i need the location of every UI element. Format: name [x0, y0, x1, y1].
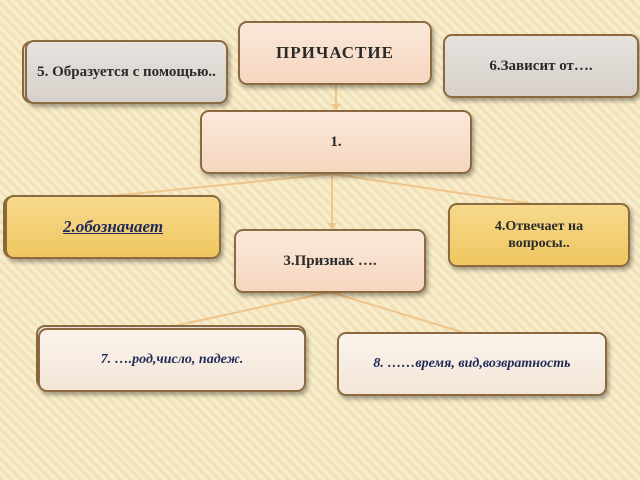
node-8: 8. ……время, вид,возвратность: [337, 332, 607, 396]
node-1: 1.: [200, 110, 472, 174]
node-5: 5. Образуется с помощью..: [25, 40, 228, 104]
node-3: 3.Признак ….: [234, 229, 426, 293]
node-root: ПРИЧАСТИЕ: [238, 21, 432, 85]
node-2: 2.обозначает: [5, 195, 221, 259]
connector-n1-n4: [331, 173, 541, 206]
connector-n1-n2: [111, 173, 333, 197]
node-6: 6.Зависит от….: [443, 34, 639, 98]
connector-n3-n7: [164, 291, 331, 329]
node-4: 4.Отвечает на вопросы..: [448, 203, 630, 267]
node-7: 7. ….род,число, падеж.: [38, 328, 306, 392]
connector-n3-n8: [329, 291, 466, 334]
